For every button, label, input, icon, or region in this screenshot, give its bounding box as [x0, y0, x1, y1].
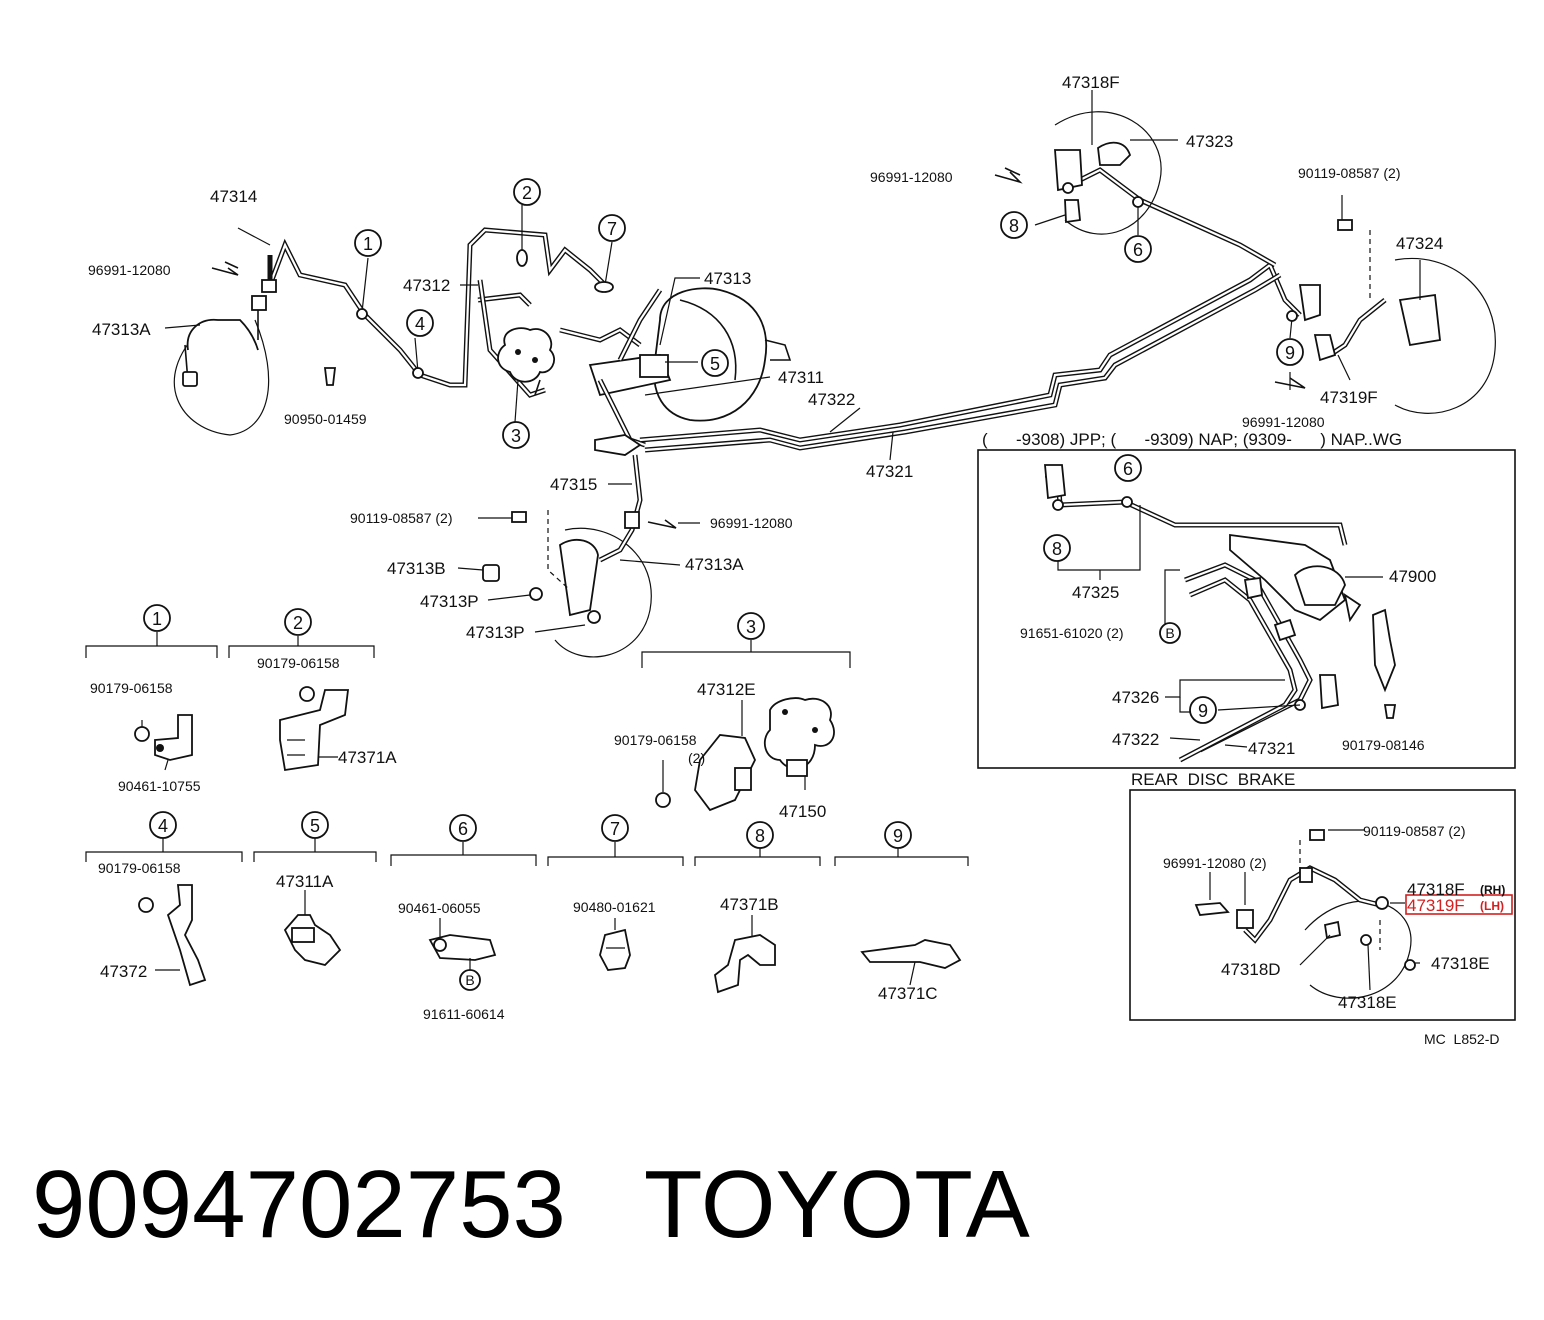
group-6-callout: 6 [458, 819, 468, 839]
callout-9-top: 9 [1285, 343, 1295, 363]
label-47318F-rear: 47318F [1407, 880, 1465, 899]
label-47318D: 47318D [1221, 960, 1281, 979]
label-47313B: 47313B [387, 559, 446, 578]
callout-4-top: 4 [415, 314, 425, 334]
callout-7-top: 7 [607, 219, 617, 239]
callout-b-inset: B [1165, 625, 1174, 641]
label-47314: 47314 [210, 187, 257, 206]
label-g3-47150: 47150 [779, 802, 826, 821]
label-47322-inset: 47322 [1112, 730, 1159, 749]
part-number: 9094702753 [32, 1151, 566, 1258]
label-96991-right: 96991-12080 [1242, 414, 1325, 430]
label-g5-47311A: 47311A [276, 872, 334, 891]
rear-disc-brake-box [1129, 789, 1516, 1021]
label-g3-qty: (2) [688, 750, 705, 766]
group-7-callout: 7 [610, 819, 620, 839]
label-90950: 90950-01459 [284, 411, 367, 427]
label-96991-mid: 96991-12080 [710, 515, 793, 531]
callout-8-top: 8 [1009, 216, 1019, 236]
group-5-callout: 5 [310, 816, 320, 836]
label-lh: (LH) [1480, 899, 1504, 913]
callout-8-inset: 8 [1052, 539, 1062, 559]
label-g1-90179: 90179-06158 [90, 680, 173, 696]
brand-name: TOYOTA [643, 1151, 1030, 1258]
label-g6-90461: 90461-06055 [398, 900, 481, 916]
callout-1-top: 1 [363, 234, 373, 254]
group-6-callout-b: B [465, 972, 474, 988]
label-47312: 47312 [403, 276, 450, 295]
label-96991-top: 96991-12080 [870, 169, 953, 185]
label-47313A-left: 47313A [92, 320, 151, 339]
label-47319F-right: 47319F [1320, 388, 1378, 407]
label-g9-47371C: 47371C [878, 984, 938, 1003]
label-47321: 47321 [866, 462, 913, 481]
label-47318E-1: 47318E [1431, 954, 1490, 973]
callout-3-top: 3 [511, 426, 521, 446]
label-g4-90179: 90179-06158 [98, 860, 181, 876]
label-g3-90179: 90179-06158 [614, 732, 697, 748]
label-90179-08146: 90179-08146 [1342, 737, 1425, 753]
label-47313: 47313 [704, 269, 751, 288]
label-90119-rear: 90119-08587 (2) [1363, 823, 1465, 839]
label-90119-topright: 90119-08587 (2) [1298, 165, 1400, 181]
label-g2-47371A: 47371A [338, 748, 397, 767]
label-47324: 47324 [1396, 234, 1443, 253]
callout-5-top: 5 [710, 354, 720, 374]
label-g8-47371B: 47371B [720, 895, 779, 914]
label-g7-90480: 90480-01621 [573, 899, 656, 915]
label-47900: 47900 [1389, 567, 1436, 586]
label-47322: 47322 [808, 390, 855, 409]
callout-6-top: 6 [1133, 240, 1143, 260]
label-47321-inset: 47321 [1248, 739, 1295, 758]
label-47318E-2: 47318E [1338, 993, 1397, 1012]
label-91651: 91651-61020 (2) [1020, 625, 1124, 641]
footer-caption: 9094702753 TOYOTA [32, 1150, 1030, 1260]
group-2-callout: 2 [293, 613, 303, 633]
label-47313P-1: 47313P [420, 592, 479, 611]
label-47315: 47315 [550, 475, 597, 494]
group-1-callout: 1 [152, 609, 162, 629]
callout-9-inset: 9 [1198, 701, 1208, 721]
label-rh: (RH) [1480, 883, 1505, 897]
label-96991-left: 96991-12080 [88, 262, 171, 278]
label-47313P-2: 47313P [466, 623, 525, 642]
inset-load-sensing-valve [977, 449, 1516, 769]
callout-circles: 1 2 3 4 5 6 7 8 9 6 8 9 B 1 2 3 4 5 [143, 178, 1304, 991]
group-4-callout: 4 [158, 816, 168, 836]
callout-2-top: 2 [522, 183, 532, 203]
part-labels: 47318F 47323 96991-12080 90119-08587 (2)… [88, 73, 1505, 1047]
label-g4-47372: 47372 [100, 962, 147, 981]
label-96991-rear: 96991-12080 (2) [1163, 855, 1267, 871]
label-g1-90461: 90461-10755 [118, 778, 201, 794]
diagram-code: MC L852-D [1424, 1031, 1499, 1047]
label-47326: 47326 [1112, 688, 1159, 707]
label-47319F-rear: 47319F [1407, 896, 1465, 915]
label-47313A-mid: 47313A [685, 555, 744, 574]
group-8-callout: 8 [755, 826, 765, 846]
group-3-callout: 3 [746, 617, 756, 637]
group-9-callout: 9 [893, 826, 903, 846]
callout-6-inset: 6 [1123, 459, 1133, 479]
label-g6-91611: 91611-60614 [423, 1006, 505, 1022]
label-g3-47312E: 47312E [697, 680, 756, 699]
label-47318F-top: 47318F [1062, 73, 1120, 92]
part-groups [85, 632, 969, 994]
label-90119-mid: 90119-08587 (2) [350, 510, 452, 526]
rear-disc-title: REAR DISC BRAKE [1131, 770, 1295, 789]
label-g2-90179: 90179-06158 [257, 655, 340, 671]
label-47325: 47325 [1072, 583, 1119, 602]
label-47323: 47323 [1186, 132, 1233, 151]
inset-header: ( -9308) JPP; ( -9309) NAP; (9309- ) NAP… [982, 430, 1402, 449]
label-47311: 47311 [778, 368, 824, 387]
